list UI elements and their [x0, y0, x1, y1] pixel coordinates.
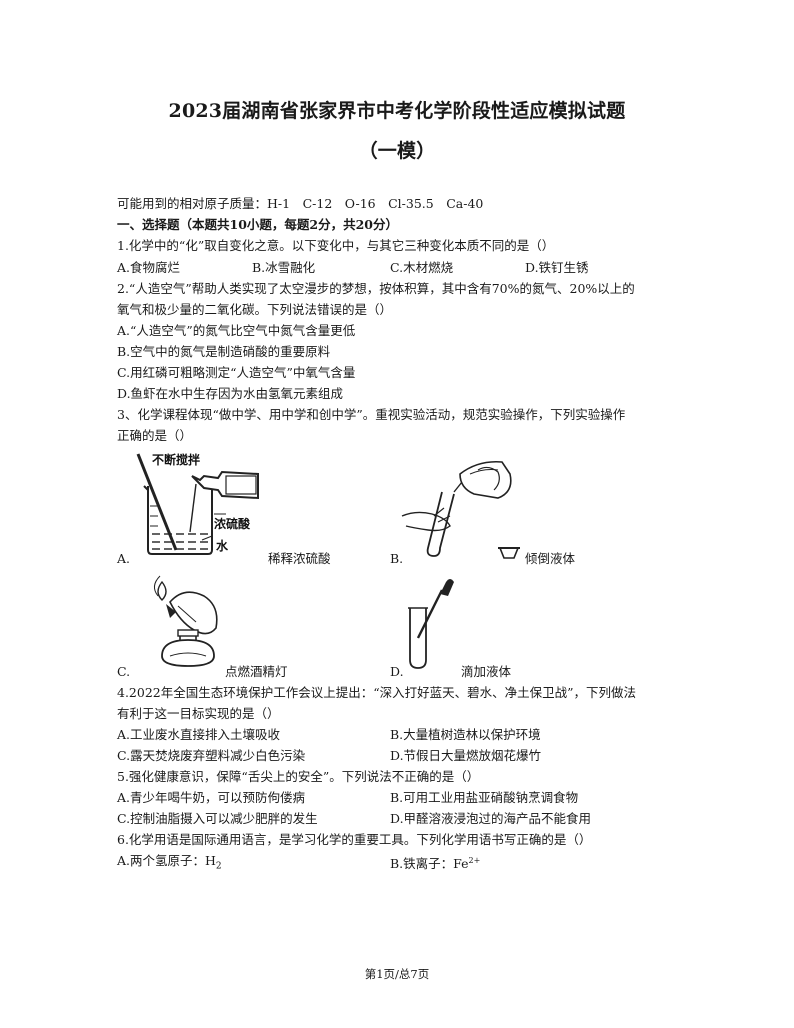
question-3-stem-line1: 3、化学课程体现“做中学、用中学和创中学”。重视实验活动，规范实验操作，下列实验…: [117, 407, 626, 422]
question-2-option-b: B.空气中的氮气是制造硝酸的重要原料: [117, 344, 331, 359]
figure-d-dropping-liquid: [408, 579, 454, 669]
figure-a-dilute-acid: 不断搅拌 浓硫酸 水: [136, 452, 259, 555]
question-1-stem: 1.化学中的“化”取自变化之意。以下变化中，与其它三种变化本质不同的是（）: [117, 238, 555, 253]
figure-a-label-water: 水: [216, 538, 229, 553]
page-title: 2023届湖南省张家界市中考化学阶段性适应模拟试题: [168, 100, 626, 122]
question-2-stem-line1: 2.“人造空气”帮助人类实现了太空漫步的梦想，按体积算，其中含有70%的氮气、2…: [117, 281, 635, 296]
question-6-stem: 6.化学用语是国际通用语言，是学习化学的重要工具。下列化学用语书写正确的是（）: [117, 832, 592, 847]
figure-a-label-acid: 浓硫酸: [214, 516, 251, 531]
question-6-option-a-text: A.两个氢原子：H: [117, 853, 216, 868]
question-6-option-a-subscript: 2: [215, 861, 222, 872]
question-1-option-d: D.铁钉生锈: [525, 260, 589, 275]
question-2-option-a: A.“人造空气”的氮气比空气中氮气含量更低: [117, 323, 356, 338]
question-3-option-d-caption: 滴加液体: [461, 664, 512, 679]
question-3-option-c-caption: 点燃酒精灯: [225, 664, 288, 679]
question-3-option-a-letter: A.: [117, 551, 131, 566]
question-4-stem-line1: 4.2022年全国生态环境保护工作会议上提出：“深入打好蓝天、碧水、净土保卫战”…: [117, 685, 637, 700]
question-5-option-c: C.控制油脂摄入可以减少肥胖的发生: [117, 811, 318, 826]
question-4-option-d: D.节假日大量燃放烟花爆竹: [390, 748, 542, 763]
page-footer: 第1页/总7页: [364, 967, 430, 981]
page-subtitle: （一模）: [358, 140, 436, 162]
question-3-option-b-letter: B.: [390, 551, 404, 566]
question-6-option-b-text: B.铁离子：Fe: [390, 856, 469, 872]
question-6-option-b: B.铁离子：Fe2+: [390, 853, 480, 872]
question-2-option-c: C.用红磷可粗略测定“人造空气”中氧气含量: [117, 365, 356, 380]
question-6-option-a: A.两个氢原子：H2: [117, 853, 222, 875]
question-3-option-b-caption: 倾倒液体: [525, 551, 576, 566]
question-1-option-b: B.冰雪融化: [252, 260, 316, 275]
figure-a-label-stir: 不断搅拌: [152, 452, 200, 467]
figure-c-alcohol-lamp: [154, 575, 218, 667]
question-3-option-a-caption: 稀释浓硫酸: [268, 551, 331, 566]
question-2-stem-line2: 氧气和极少量的二氧化碳。下列说法错误的是（）: [117, 302, 393, 317]
question-4-option-c: C.露天焚烧废弃塑料减少白色污染: [117, 748, 306, 763]
question-5-stem: 5.强化健康意识，保障“舌尖上的安全”。下列说法不正确的是（）: [117, 769, 480, 784]
question-5-option-b: B.可用工业用盐亚硝酸钠烹调食物: [390, 790, 579, 805]
question-5-option-a: A.青少年喝牛奶，可以预防佝偻病: [117, 790, 306, 805]
question-3-option-d-letter: D.: [390, 664, 404, 679]
figure-b-pouring-liquid: [401, 460, 520, 559]
question-2-option-d: D.鱼虾在水中生存因为水由氢氧元素组成: [117, 386, 344, 401]
question-1-option-a: A.食物腐烂: [117, 260, 181, 275]
question-4-option-b: B.大量植树造林以保护环境: [390, 727, 541, 742]
question-1-option-c: C.木材燃烧: [390, 260, 454, 275]
question-3-option-c-letter: C.: [117, 664, 131, 679]
section-heading: 一、选择题（本题共10小题，每题2分，共20分）: [117, 217, 398, 232]
question-3-stem-line2: 正确的是（）: [117, 428, 193, 443]
question-6-option-b-superscript: 2+: [468, 856, 481, 865]
question-4-option-a: A.工业废水直接排入土壤吸收: [117, 727, 281, 742]
question-5-option-d: D.甲醛溶液浸泡过的海产品不能食用: [390, 811, 592, 826]
atomic-masses: 可能用到的相对原子质量：H-1 C-12 O-16 Cl-35.5 Ca-40: [117, 196, 484, 211]
question-4-stem-line2: 有利于这一目标实现的是（）: [117, 706, 280, 721]
